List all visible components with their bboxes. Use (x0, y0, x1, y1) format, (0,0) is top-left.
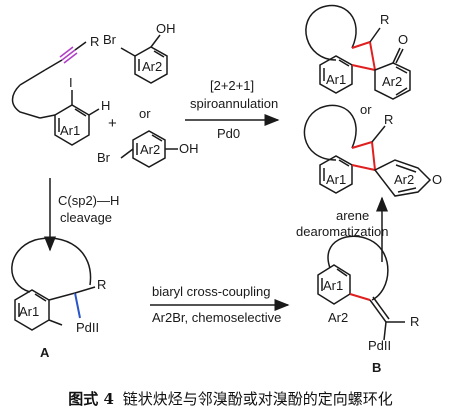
caption-text: 链状炔烃与邻溴酚或对溴酚的定向螺环化 (122, 390, 393, 408)
plus-sign: + (108, 115, 117, 132)
cleavage-condition-line1: C(sp2)—H (58, 193, 119, 208)
figure-caption: 图式 4 链状炔烃与邻溴酚或对溴酚的定向螺环化 (0, 388, 461, 409)
substrate-r-label: R (90, 34, 99, 49)
coupling-condition-line2: Ar2Br, chemoselective (152, 310, 281, 325)
spiro-condition-line3: Pd0 (217, 126, 240, 141)
reagent-or-label: or (139, 106, 151, 121)
product-or-label: or (360, 102, 372, 117)
para-ring-label: Ar2 (140, 142, 160, 157)
intermediate-b-ar2: Ar2 (328, 310, 348, 325)
product-para-r: R (384, 112, 393, 127)
scheme-labels: R I H Ar1 + Br OH Ar2 or Br OH Ar2 [2+2+… (19, 12, 442, 375)
intermediate-a-label: A (40, 345, 50, 360)
intermediate-b-pd: PdII (368, 338, 391, 353)
intermediate-b-ar1: Ar1 (323, 278, 343, 293)
intermediate-b-label: B (372, 360, 381, 375)
caption-prefix: 图式 4 (68, 390, 114, 408)
ortho-oh-label: OH (156, 21, 176, 36)
intermediate-a-structure (11, 237, 96, 331)
substrate-ring-label: Ar1 (60, 123, 80, 138)
ortho-br-label: Br (103, 32, 117, 47)
dearom-condition-line2: dearomatization (296, 224, 389, 239)
intermediate-a-ring: Ar1 (19, 304, 39, 319)
product-ortho-ar1: Ar1 (326, 72, 346, 87)
ortho-ring-label: Ar2 (142, 59, 162, 74)
dearom-condition-line1: arene (336, 208, 369, 223)
spiro-condition-line2: spiroannulation (190, 96, 278, 111)
substrate-h-label: H (101, 98, 110, 113)
product-para-structure (303, 104, 432, 197)
product-para-ar2: Ar2 (394, 172, 414, 187)
para-oh-label: OH (179, 141, 199, 156)
product-ortho-r: R (380, 12, 389, 27)
product-para-ar1: Ar1 (326, 172, 346, 187)
intermediate-a-pd: PdII (76, 320, 99, 335)
ortho-bromophenol-structure (120, 34, 168, 84)
spiro-condition-line1: [2+2+1] (210, 78, 254, 93)
product-ortho-ar2: Ar2 (382, 74, 402, 89)
coupling-condition-line1: biaryl cross-coupling (152, 284, 271, 299)
alkyne-bond (61, 49, 76, 61)
intermediate-b-r: R (410, 314, 419, 329)
para-bromophenol-structure (120, 130, 178, 168)
para-br-label: Br (97, 150, 111, 165)
cleavage-condition-line2: cleavage (60, 210, 112, 225)
product-para-o: O (432, 172, 442, 187)
product-ortho-structure (305, 4, 411, 100)
substrate-i-label: I (69, 75, 73, 90)
intermediate-b-structure (317, 235, 405, 341)
substrate-structure (11, 41, 100, 146)
product-ortho-o: O (398, 32, 408, 47)
intermediate-a-r: R (97, 277, 106, 292)
